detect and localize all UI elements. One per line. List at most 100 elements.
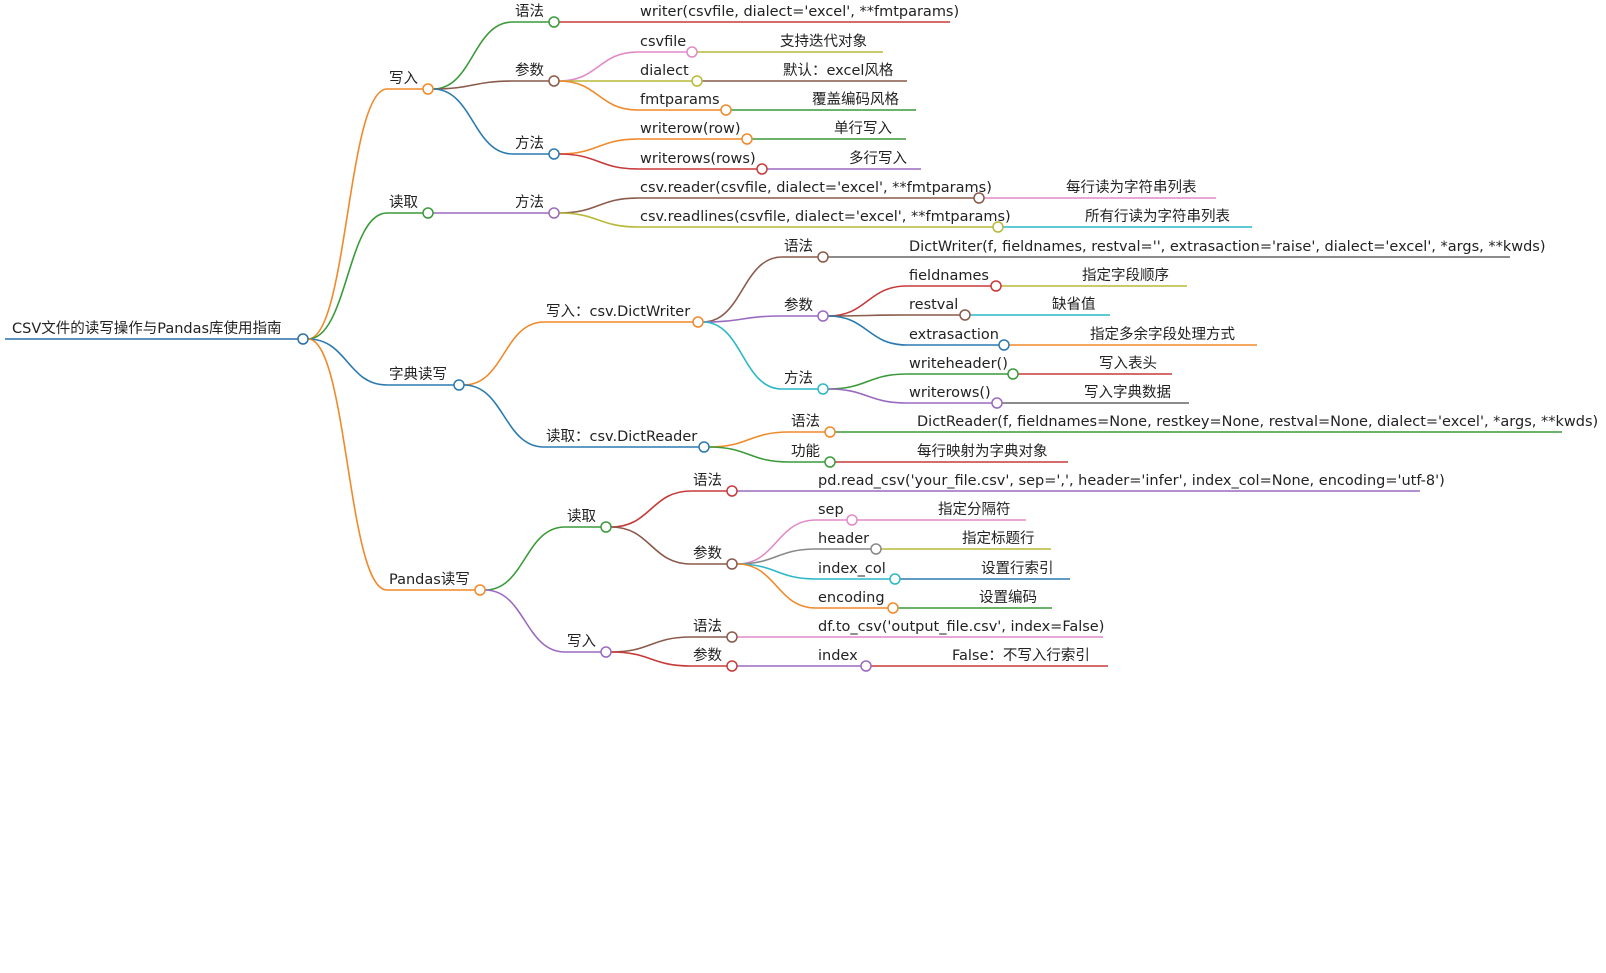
node-dw: 写入：csv.DictWriter xyxy=(546,304,691,320)
node-d: 字典读写 xyxy=(389,367,447,383)
edge-dw-syntax xyxy=(702,256,783,323)
toggle-dw-p-ea[interactable] xyxy=(998,339,1010,351)
toggle-d[interactable] xyxy=(453,379,465,391)
edge-w-m-row xyxy=(558,138,639,155)
toggle-dw[interactable] xyxy=(692,316,704,328)
toggle-pw-p-index[interactable] xyxy=(860,660,872,672)
toggle-dr[interactable] xyxy=(698,441,710,453)
edge-d xyxy=(307,338,388,386)
toggle-pr-p-header[interactable] xyxy=(870,543,882,555)
node-dr: 读取：csv.DictReader xyxy=(546,429,698,445)
edge-pr-params xyxy=(610,526,692,565)
edge-p xyxy=(307,338,388,591)
toggle-dr-syntax[interactable] xyxy=(824,426,836,438)
edge-pw xyxy=(484,589,566,653)
node-r: 读取 xyxy=(389,195,418,211)
toggle-dw-methods[interactable] xyxy=(817,383,829,395)
toggle-w-methods[interactable] xyxy=(548,148,560,160)
node-w-m-rows: writerows(rows) xyxy=(640,151,756,167)
toggle-w-m-row[interactable] xyxy=(741,133,753,145)
toggle-w-syntax[interactable] xyxy=(548,16,560,28)
node-dw-m-wh-d: 写入表头 xyxy=(1099,356,1157,372)
edge-w-syntax xyxy=(432,21,514,90)
node-dr-syntax-v: DictReader(f, fieldnames=None, restkey=N… xyxy=(917,414,1599,430)
node-pw: 写入 xyxy=(567,634,596,650)
toggle-w-p-dialect[interactable] xyxy=(691,75,703,87)
toggle-r-methods[interactable] xyxy=(548,207,560,219)
toggle-dw-m-wh[interactable] xyxy=(1007,368,1019,380)
edge-w xyxy=(307,88,388,340)
node-w-p-csvfile-d: 支持迭代对象 xyxy=(780,34,867,50)
node-dw-p-fn-d: 指定字段顺序 xyxy=(1082,268,1169,284)
edge-w-m-rows xyxy=(558,153,639,170)
edge-pr-syntax xyxy=(610,490,692,528)
node-pr-params: 参数 xyxy=(693,546,722,562)
toggle-pr[interactable] xyxy=(600,521,612,533)
node-w-p-fmt-d: 覆盖编码风格 xyxy=(812,92,899,108)
edge-dw-m-wh xyxy=(827,373,908,390)
toggle-w[interactable] xyxy=(422,83,434,95)
edge-w-params xyxy=(432,80,514,90)
node-w-p-csvfile: csvfile xyxy=(640,34,687,50)
node-dw-m-wr-d: 写入字典数据 xyxy=(1084,385,1171,401)
toggle-pr-p-enc[interactable] xyxy=(887,602,899,614)
edge-pr-p-index xyxy=(736,563,817,580)
toggle-pw[interactable] xyxy=(600,646,612,658)
toggle-dw-p-rv[interactable] xyxy=(959,309,971,321)
node-dw-m-wr: writerows() xyxy=(909,385,991,401)
node-r-m-reader-d: 每行读为字符串列表 xyxy=(1066,180,1197,196)
edge-pr xyxy=(484,526,566,591)
toggle-dr-func[interactable] xyxy=(824,456,836,468)
toggle-pr-syntax[interactable] xyxy=(726,485,738,497)
toggle-pr-p-sep[interactable] xyxy=(846,514,858,526)
node-pr: 读取 xyxy=(567,509,596,525)
node-w-m-rows-d: 多行写入 xyxy=(849,151,907,167)
node-w-m-row: writerow(row) xyxy=(640,121,741,137)
node-w-syntax-v: writer(csvfile, dialect='excel', **fmtpa… xyxy=(640,4,960,20)
toggle-dw-p-fn[interactable] xyxy=(990,280,1002,292)
node-w-params: 参数 xyxy=(515,63,544,79)
node-dw-p-ea: extrasaction xyxy=(909,327,999,343)
toggle-w-p-fmt[interactable] xyxy=(720,104,732,116)
node-r-m-readlines-d: 所有行读为字符串列表 xyxy=(1085,209,1230,225)
toggle-p[interactable] xyxy=(474,584,486,596)
toggle-r-m-readlines[interactable] xyxy=(992,221,1004,233)
node-pr-p-header-d: 指定标题行 xyxy=(962,531,1035,547)
edge-dw-m-wr xyxy=(827,388,908,404)
node-dr-syntax: 语法 xyxy=(791,414,820,430)
node-pw-p-index-d: False：不写入行索引 xyxy=(952,648,1090,664)
edge-pw-params xyxy=(610,651,692,667)
toggle-w-params[interactable] xyxy=(548,75,560,87)
node-w: 写入 xyxy=(389,71,418,87)
edge-r-m-readlines xyxy=(558,212,639,228)
toggle-r-m-reader[interactable] xyxy=(973,192,985,204)
node-pw-syntax: 语法 xyxy=(693,619,722,635)
toggle-dw-m-wr[interactable] xyxy=(991,397,1003,409)
node-dw-syntax-v: DictWriter(f, fieldnames, restval='', ex… xyxy=(909,239,1546,255)
edge-dw-methods xyxy=(702,321,783,390)
toggle-pr-p-index[interactable] xyxy=(889,573,901,585)
edge-dw xyxy=(463,321,545,386)
node-dw-syntax: 语法 xyxy=(784,239,813,255)
toggle-r[interactable] xyxy=(422,207,434,219)
edge-dr xyxy=(463,384,545,448)
node-r-methods: 方法 xyxy=(515,195,544,211)
node-pr-p-enc: encoding xyxy=(818,590,885,606)
edge-w-p-fmt xyxy=(558,80,639,111)
toggle-pr-params[interactable] xyxy=(726,558,738,570)
edge-pr-p-enc xyxy=(736,563,817,609)
node-dw-p-rv-d: 缺省值 xyxy=(1052,297,1096,313)
node-dr-func: 功能 xyxy=(791,444,820,460)
node-pr-p-sep-d: 指定分隔符 xyxy=(938,502,1011,518)
toggle-pw-syntax[interactable] xyxy=(726,631,738,643)
toggle-w-m-rows[interactable] xyxy=(756,163,768,175)
toggle-root[interactable] xyxy=(297,333,309,345)
toggle-pw-params[interactable] xyxy=(726,660,738,672)
edge-dr-syntax xyxy=(708,431,790,448)
toggle-w-p-csvfile[interactable] xyxy=(686,46,698,58)
toggle-dw-params[interactable] xyxy=(817,310,829,322)
toggle-dw-syntax[interactable] xyxy=(817,251,829,263)
node-dw-m-wh: writeheader() xyxy=(909,356,1008,372)
